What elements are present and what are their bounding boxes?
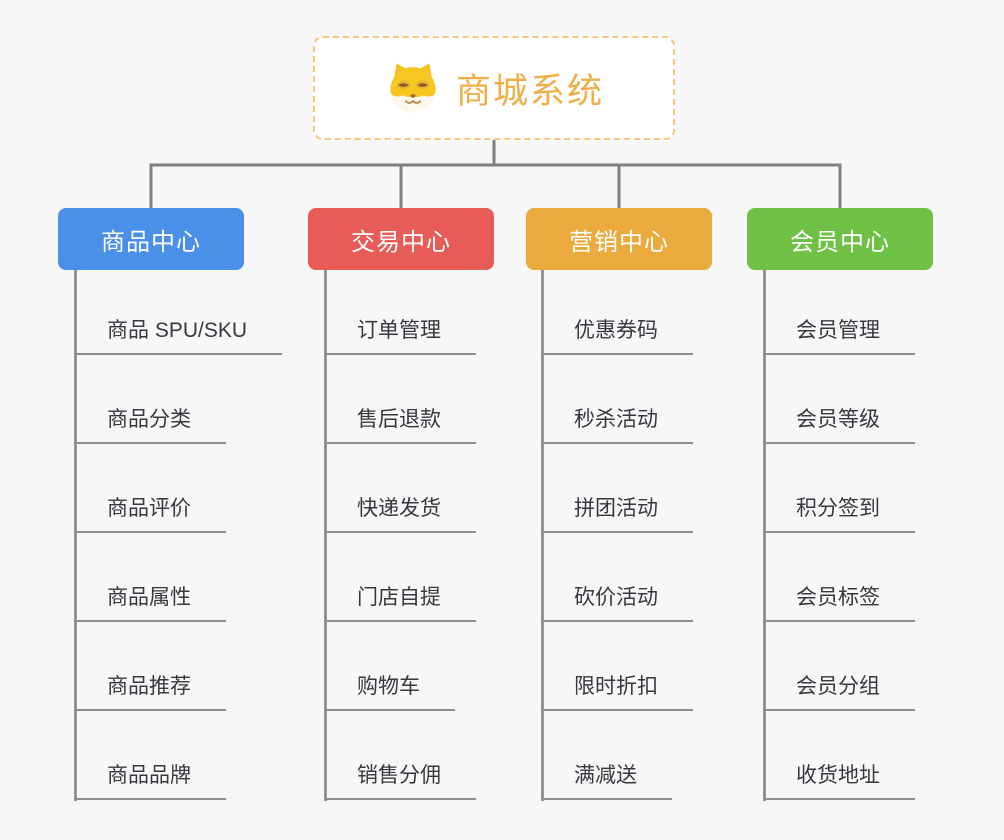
subtopic[interactable]: 商品品牌 bbox=[74, 759, 226, 800]
subtopic[interactable]: 会员管理 bbox=[763, 314, 915, 355]
subtopic[interactable]: 优惠券码 bbox=[541, 314, 693, 355]
branch-children-product: 商品 SPU/SKU 商品分类 商品评价 商品属性 商品推荐 商品品牌 bbox=[74, 266, 283, 800]
subtopic[interactable]: 积分签到 bbox=[763, 492, 915, 533]
subtopic[interactable]: 商品 SPU/SKU bbox=[74, 314, 283, 355]
subtopic[interactable]: 商品评价 bbox=[74, 492, 226, 533]
subtopic[interactable]: 门店自提 bbox=[324, 581, 476, 622]
subtopic[interactable]: 商品属性 bbox=[74, 581, 226, 622]
branch-topic-member-center[interactable]: 会员中心 bbox=[747, 208, 933, 270]
subtopic[interactable]: 商品分类 bbox=[74, 403, 226, 444]
subtopic[interactable]: 商品推荐 bbox=[74, 670, 226, 711]
branch-children-member: 会员管理 会员等级 积分签到 会员标签 会员分组 收货地址 bbox=[763, 266, 915, 800]
branch-children-marketing: 优惠券码 秒杀活动 拼团活动 砍价活动 限时折扣 满减送 bbox=[541, 266, 693, 800]
subtopic[interactable]: 售后退款 bbox=[324, 403, 476, 444]
subtopic[interactable]: 订单管理 bbox=[324, 314, 476, 355]
subtopic[interactable]: 快递发货 bbox=[324, 492, 476, 533]
subtopic[interactable]: 会员分组 bbox=[763, 670, 915, 711]
root-topic[interactable]: 商城系统 bbox=[313, 36, 675, 140]
subtopic[interactable]: 限时折扣 bbox=[541, 670, 693, 711]
subtopic[interactable]: 满减送 bbox=[541, 759, 672, 800]
subtopic[interactable]: 会员标签 bbox=[763, 581, 915, 622]
subtopic[interactable]: 会员等级 bbox=[763, 403, 915, 444]
branch-topic-product-center[interactable]: 商品中心 bbox=[58, 208, 244, 270]
subtopic[interactable]: 收货地址 bbox=[763, 759, 915, 800]
branch-children-trade: 订单管理 售后退款 快递发货 门店自提 购物车 销售分佣 bbox=[324, 266, 476, 800]
root-title: 商城系统 bbox=[455, 71, 604, 111]
subtopic[interactable]: 销售分佣 bbox=[324, 759, 476, 800]
branch-topic-trade-center[interactable]: 交易中心 bbox=[308, 208, 494, 270]
subtopic[interactable]: 砍价活动 bbox=[541, 581, 693, 622]
subtopic[interactable]: 拼团活动 bbox=[541, 492, 693, 533]
subtopic[interactable]: 秒杀活动 bbox=[541, 403, 693, 444]
dog-face-icon bbox=[384, 59, 442, 117]
branch-topic-marketing-center[interactable]: 营销中心 bbox=[526, 208, 712, 270]
subtopic[interactable]: 购物车 bbox=[324, 670, 455, 711]
